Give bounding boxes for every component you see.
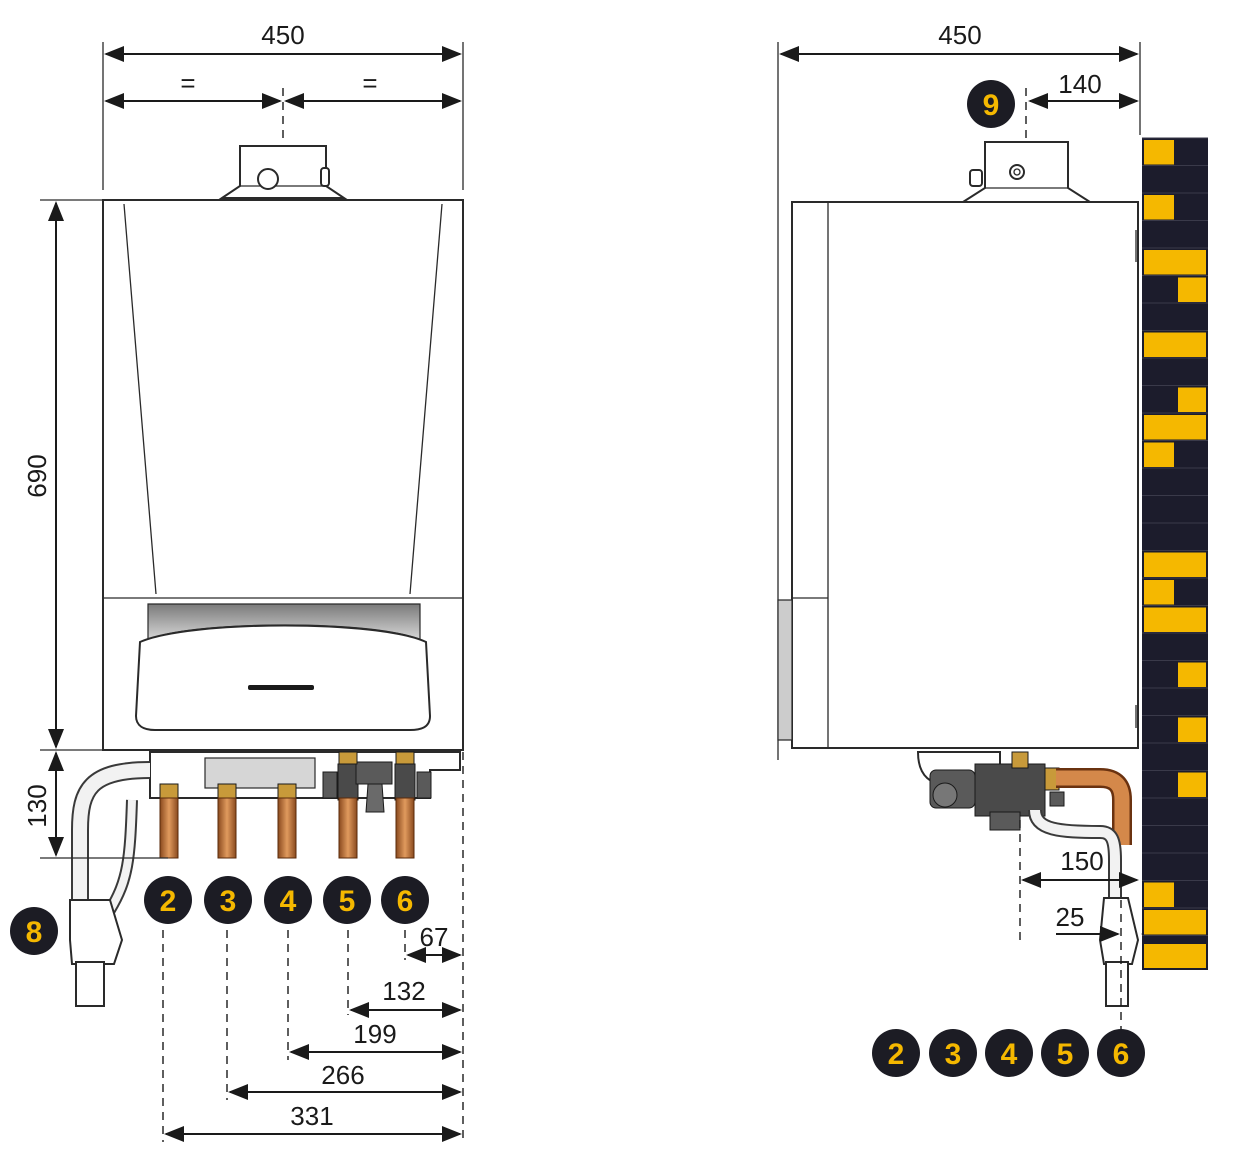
pipe-2 [159,797,179,859]
front-badges: 2 3 4 5 6 8 [10,876,429,955]
offset-199-label: 199 [353,1019,396,1049]
offset-331-label: 331 [290,1101,333,1131]
front-condensate-trap [69,761,151,1007]
pipe-6 [395,797,415,859]
pipe-4 [277,797,297,859]
front-bottom-height-label: 130 [22,784,52,827]
svg-text:2: 2 [888,1038,905,1071]
badge-front-8: 8 [10,907,58,955]
badge-side-9: 9 [967,80,1015,128]
front-display-slot [248,685,314,690]
svg-text:3: 3 [220,885,237,918]
front-connection-manifold [149,751,461,859]
half-left-label: = [180,68,195,98]
side-flue-offset-dimension: 140 [1025,69,1139,142]
front-width-dimension: 450 [102,20,464,190]
side-view: 450 140 [777,20,1208,1077]
svg-text:5: 5 [339,885,356,918]
side-boiler-casing [777,201,1139,749]
side-width-dimension: 450 [777,20,1141,760]
side-flue [959,141,1094,203]
side-badges: 9 2 3 4 5 6 [872,80,1145,1077]
brick-wall [1142,137,1208,970]
badge-front-4: 4 [264,876,312,924]
badge-side-5: 5 [1041,1029,1089,1077]
svg-text:3: 3 [945,1038,962,1071]
svg-text:8: 8 [26,916,43,949]
front-offset-dimensions: 67 132 199 266 331 [164,922,462,1142]
badge-side-4: 4 [985,1029,1033,1077]
svg-text:9: 9 [983,89,1000,122]
svg-text:2: 2 [160,885,177,918]
badge-front-2: 2 [144,876,192,924]
front-boiler-casing [102,199,464,751]
pipe-5 [338,797,358,859]
svg-text:6: 6 [1113,1038,1130,1071]
offset-266-label: 266 [321,1060,364,1090]
svg-text:4: 4 [280,885,297,918]
front-view: 450 = = 690 [10,20,464,1142]
offset-67-label: 67 [420,922,449,952]
side-pipe-depth-label: 150 [1060,846,1103,876]
side-width-label: 450 [938,20,981,50]
svg-text:5: 5 [1057,1038,1074,1071]
side-wall-gap-label: 25 [1056,902,1085,932]
badge-front-3: 3 [204,876,252,924]
badge-side-6: 6 [1097,1029,1145,1077]
side-pipe-depth-dimension: 150 [1019,820,1139,940]
side-bottom-assembly [916,751,1140,1007]
svg-text:6: 6 [397,885,414,918]
front-height-dimension: 690 [22,199,103,751]
front-width-label: 450 [261,20,304,50]
svg-text:4: 4 [1001,1038,1018,1071]
half-right-label: = [362,68,377,98]
offset-132-label: 132 [382,976,425,1006]
badge-front-6: 6 [381,876,429,924]
front-bottom-height-dimension: 130 [22,751,168,859]
front-half-dimensions: = = [104,68,462,142]
side-flue-offset-label: 140 [1058,69,1101,99]
badge-side-2: 2 [872,1029,920,1077]
badge-side-3: 3 [929,1029,977,1077]
badge-front-5: 5 [323,876,371,924]
front-flue [218,145,348,199]
front-height-label: 690 [22,454,52,497]
front-reference-lines [162,752,464,1142]
pipe-3 [217,797,237,859]
